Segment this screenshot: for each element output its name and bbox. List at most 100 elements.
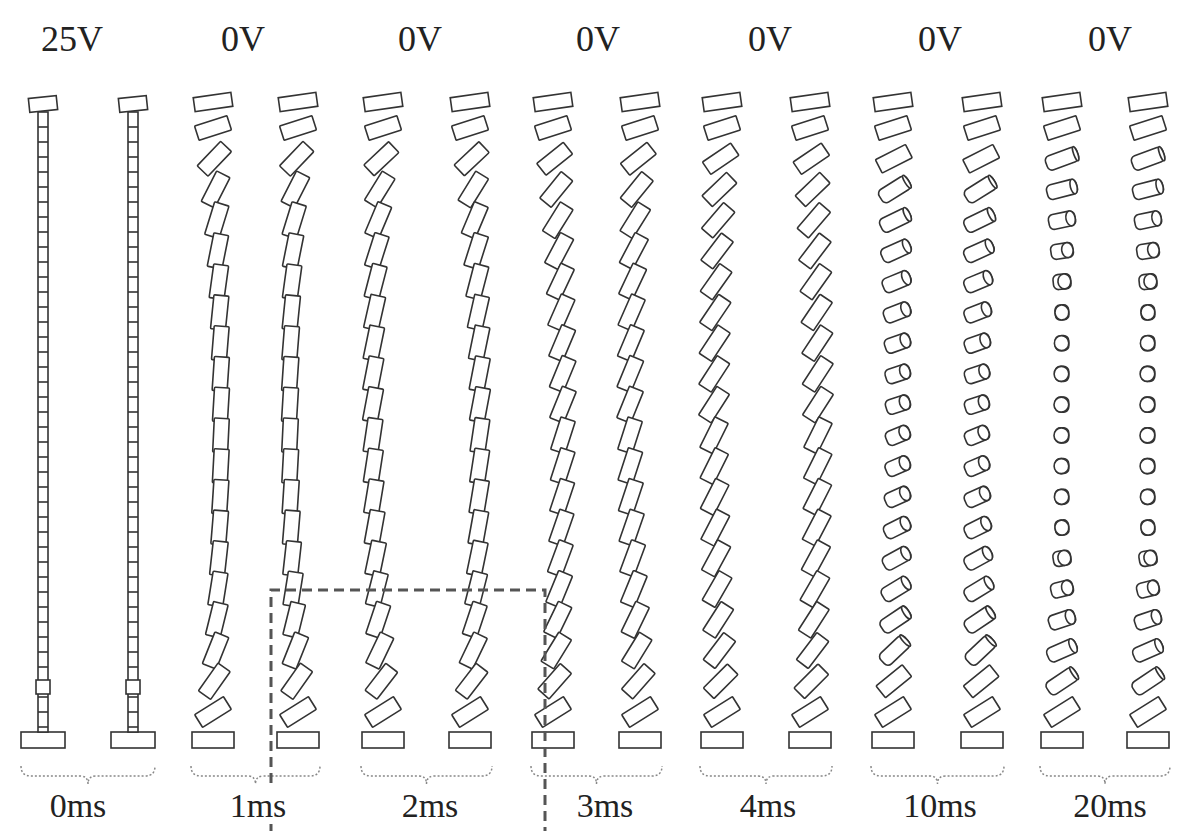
molecule	[282, 510, 300, 545]
molecule	[701, 509, 730, 546]
substrate-block	[701, 732, 743, 748]
molecule-divider	[128, 486, 138, 488]
molecule	[1140, 397, 1155, 412]
molecule	[1138, 273, 1157, 290]
molecule-divider	[38, 696, 48, 698]
molecule-divider	[38, 261, 48, 263]
molecule	[963, 485, 993, 509]
molecule	[1140, 489, 1155, 505]
substrate-block	[1041, 732, 1083, 748]
molecule	[202, 632, 229, 669]
molecule	[1052, 273, 1071, 290]
molecule	[795, 172, 830, 206]
molecule-divider	[38, 186, 48, 188]
molecule	[1049, 579, 1074, 599]
molecule	[1140, 519, 1155, 535]
molecule	[703, 664, 738, 699]
molecule	[470, 417, 490, 453]
molecule	[796, 632, 829, 668]
bracket	[191, 766, 320, 784]
molecule	[794, 664, 829, 699]
molecule	[1054, 458, 1069, 473]
molecule	[1044, 146, 1080, 172]
molecule	[1054, 489, 1069, 505]
molecule	[469, 387, 490, 423]
molecule	[282, 264, 302, 300]
molecule-divider	[38, 486, 48, 488]
molecule-divider	[38, 201, 48, 203]
molecule	[883, 454, 912, 478]
molecule	[1045, 178, 1078, 200]
molecule	[282, 449, 299, 484]
molecule	[545, 232, 574, 269]
molecule-divider	[128, 456, 138, 458]
molecule-divider	[38, 561, 48, 563]
molecule	[800, 571, 830, 608]
molecule	[538, 664, 572, 699]
substrate-block	[1042, 92, 1082, 111]
molecule-divider	[128, 441, 138, 443]
molecule-divider	[38, 156, 48, 158]
molecule	[962, 301, 993, 325]
molecule	[1047, 210, 1076, 230]
molecule	[1047, 608, 1077, 631]
molecule	[280, 116, 317, 141]
molecule	[622, 116, 659, 141]
molecule-divider	[128, 426, 138, 428]
molecule	[962, 238, 996, 264]
molecule	[1130, 146, 1166, 172]
molecule-divider	[128, 636, 138, 638]
molecule	[1054, 519, 1069, 535]
molecule	[792, 697, 829, 728]
dashed-box	[271, 590, 545, 831]
molecule-divider	[128, 321, 138, 323]
voltage-label: 0V	[745, 20, 795, 58]
molecule-divider	[38, 606, 48, 608]
molecule-divider	[38, 621, 48, 623]
voltage-label: 0V	[218, 20, 268, 58]
molecule	[1138, 549, 1158, 567]
molecule	[699, 356, 730, 393]
molecule	[1050, 242, 1074, 260]
molecule	[452, 116, 489, 141]
molecule	[282, 418, 299, 453]
molecule	[802, 356, 833, 393]
molecule	[702, 172, 737, 206]
molecule	[1054, 428, 1069, 443]
molecule	[535, 697, 572, 728]
molecule	[878, 207, 913, 234]
molecule	[470, 448, 490, 484]
molecule	[879, 575, 913, 604]
substrate-block	[111, 732, 155, 748]
molecule	[195, 697, 232, 728]
molecule-divider	[38, 216, 48, 218]
molecule	[881, 269, 913, 294]
molecule-divider	[128, 156, 138, 158]
molecule	[1140, 366, 1155, 381]
molecule	[1045, 638, 1079, 664]
molecule-divider	[38, 651, 48, 653]
molecule	[801, 294, 832, 331]
molecule	[1130, 666, 1166, 697]
molecule-divider	[38, 591, 48, 593]
molecule-divider	[128, 561, 138, 563]
aligned-molecule-column	[128, 112, 138, 732]
time-label: 3ms	[574, 788, 637, 824]
molecule	[195, 116, 232, 141]
molecule	[36, 680, 50, 694]
molecule	[1044, 697, 1081, 728]
molecule	[700, 448, 729, 485]
molecule	[963, 424, 991, 447]
molecule	[1130, 116, 1167, 141]
molecule	[211, 295, 229, 330]
substrate-block	[790, 92, 830, 111]
molecule	[280, 697, 317, 728]
molecule	[1044, 666, 1080, 697]
time-label: 20ms	[1070, 788, 1150, 824]
molecule	[1140, 458, 1155, 473]
molecule-divider	[128, 396, 138, 398]
bracket	[1040, 766, 1170, 784]
molecule	[540, 172, 573, 208]
molecule	[700, 263, 732, 299]
